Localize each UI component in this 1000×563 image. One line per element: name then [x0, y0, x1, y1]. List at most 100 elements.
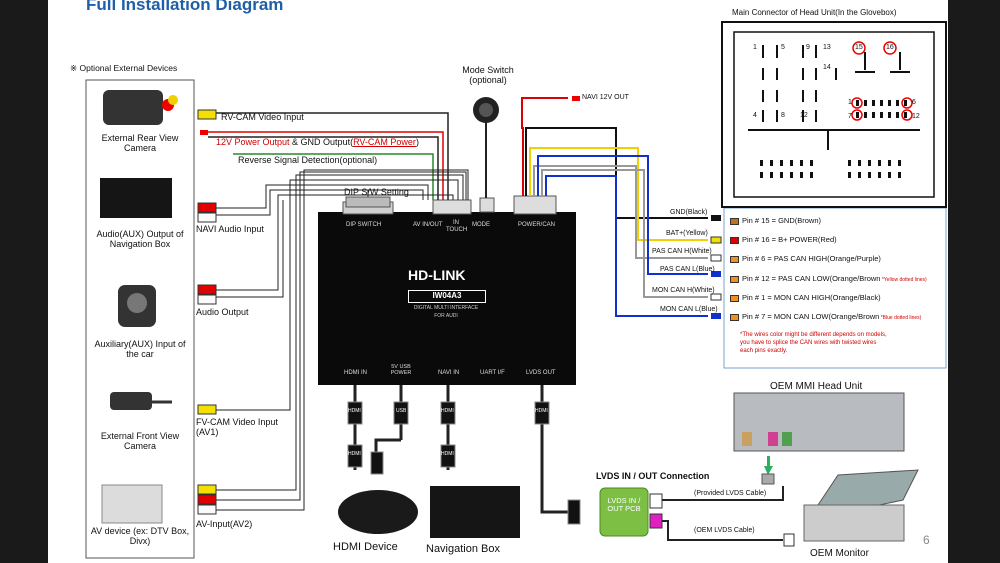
- cable-oem-lvds: [662, 520, 783, 541]
- oem-lvds-plug: [783, 533, 795, 547]
- plug-pas-l: [711, 271, 721, 277]
- wire-pas-l: [537, 155, 708, 275]
- cable-label-hdmi-2b: HDMI: [441, 451, 454, 457]
- conn-label-4: 4: [753, 112, 757, 119]
- wire-can-gnd: [525, 127, 708, 219]
- plug-av2-r: [197, 494, 217, 505]
- wire-gnd: [208, 136, 439, 200]
- lvds-provided-label: (Provided LVDS Cable): [694, 490, 767, 497]
- pin-text-main: Pin # 15 = GND(Brown): [742, 216, 821, 225]
- cable-label-lvds: HDMI: [535, 408, 548, 414]
- pin-text-main: Pin # 1 = MON CAN HIGH(Orange/Black): [742, 293, 881, 302]
- pin-note-1: *The wires color might be different depe…: [740, 332, 887, 338]
- conn-label-1b: 1: [848, 99, 852, 106]
- nav-box-label: Navigation Box: [426, 543, 500, 555]
- lvds-pcb-port-2: [649, 513, 663, 529]
- av-connector-shape: [432, 199, 472, 215]
- wire-audio-out: [216, 194, 454, 291]
- power-output-end-text: ): [415, 137, 419, 147]
- pin-color-square: [730, 218, 739, 225]
- connector-inner: [733, 31, 935, 198]
- conn-label-9: 9: [806, 44, 810, 51]
- can-pas-l-label: PAS CAN L(Blue): [660, 266, 715, 273]
- can-pas-h-label: PAS CAN H(White): [652, 248, 712, 255]
- oem-monitor-label: OEM Monitor: [810, 548, 869, 559]
- hdmi-plug-1b: [347, 444, 363, 468]
- lvds-pcb-label: LVDS IN / OUT PCB: [607, 496, 641, 514]
- usb-plug-b: [370, 451, 384, 475]
- pin-text: Pin # 7 = MON CAN LOW(Orange/Brown *Blue…: [742, 312, 921, 322]
- cable-label-hdmi-1: HDMI: [348, 408, 361, 414]
- lvds-plug-a: [534, 401, 550, 425]
- power-output-rest-text: & GND Output(: [289, 137, 354, 147]
- plug-navi-audio-l: [197, 212, 217, 223]
- cable-label-hdmi-1b: HDMI: [348, 451, 361, 457]
- navi-12v-label: NAVI 12V OUT: [582, 94, 629, 101]
- plug-rv-video: [197, 109, 217, 120]
- wire-navi-audio-2: [216, 189, 424, 216]
- av-device-shape: [101, 484, 163, 524]
- port-top-touch: IN TOUCH: [446, 220, 468, 233]
- interface-for: FOR AUDI: [434, 313, 458, 319]
- interface-model: IW04A3: [408, 290, 486, 303]
- port-top-mode: MODE: [472, 222, 490, 228]
- pin-text-main: Pin # 16 = B+ POWER(Red): [742, 235, 837, 244]
- port-top-power: POWER/CAN: [518, 222, 556, 228]
- pin-text-note: *Yellow dotted lines): [880, 277, 927, 283]
- lvds-pcb-port-1: [649, 493, 663, 509]
- oem-head-label: OEM MMI Head Unit: [770, 381, 863, 392]
- pin-text-main: Pin # 7 = MON CAN LOW(Orange/Brown: [742, 312, 880, 321]
- dip-switch-block: [345, 196, 391, 208]
- wire-12v: [208, 131, 444, 200]
- plug-audio-out-r: [197, 284, 217, 295]
- pin-note-3: each pins exactly.: [740, 348, 788, 354]
- pin-color-square: [730, 256, 739, 263]
- pin-text: Pin # 15 = GND(Brown): [742, 216, 821, 225]
- port-bottom-hdmi: HDMI IN: [344, 370, 367, 376]
- av-device-label: AV device (ex: DTV Box, Divx): [90, 526, 190, 546]
- pin-text: Pin # 12 = PAS CAN LOW(Orange/Brown *Yel…: [742, 274, 927, 284]
- pin-color-square: [730, 314, 739, 321]
- port-bottom-lvds: LVDS OUT: [526, 370, 556, 376]
- page-number: 6: [923, 533, 930, 547]
- wire-can-bat: [529, 147, 708, 241]
- plug-pas-h: [710, 254, 722, 262]
- hdmi-device-label: HDMI Device: [333, 541, 398, 553]
- rv-cam-video-label: RV-CAM Video Input: [221, 112, 304, 122]
- power-output-red-text: 12V Power Output: [216, 137, 290, 147]
- wire-reverse: [233, 153, 434, 200]
- wire-av2-1: [216, 174, 464, 491]
- pin-color-square: [730, 295, 739, 302]
- port-bottom-navi: NAVI IN: [438, 370, 460, 376]
- audio-output-label: Audio Output: [196, 307, 249, 317]
- connector-frame: [721, 21, 947, 208]
- hdmi-plug-2b: [440, 444, 456, 468]
- conn-label-5: 5: [781, 44, 785, 51]
- conn-label-8: 8: [781, 112, 785, 119]
- lvds-pcb-shape: [599, 487, 649, 537]
- reverse-signal-label: Reverse Signal Detection(optional): [238, 155, 378, 165]
- port-top-av: AV IN/OUT: [413, 222, 443, 228]
- conn-label-7: 7: [848, 113, 852, 120]
- rear-cam-rca-yellow: [168, 95, 178, 105]
- wire-av2-3: [216, 169, 469, 511]
- plug-12v: [200, 130, 208, 135]
- wire-av2-2: [216, 171, 467, 501]
- nav-box-shape: [430, 486, 520, 538]
- conn-label-15: 15: [855, 44, 863, 51]
- pin-note-2: you have to splice the CAN wires with tw…: [740, 340, 877, 346]
- wire-navi-audio: [216, 184, 429, 209]
- wire-rv-video: [216, 112, 449, 200]
- wiring-svg: [85, 21, 947, 559]
- oem-monitor-base: [803, 504, 905, 542]
- mode-connector-shape: [479, 197, 495, 213]
- pin-color-square: [730, 276, 739, 283]
- wire-pas-h: [533, 165, 708, 259]
- hdmi-plug-2a: [440, 401, 456, 425]
- lvds-plug-b: [567, 499, 581, 525]
- rear-cam-shape: [103, 90, 163, 125]
- dip-switch-label: DIP S/W Setting: [344, 187, 409, 197]
- plug-audio-out-l: [197, 294, 217, 305]
- page-title: Full Installation Diagram: [86, 0, 284, 14]
- power-output-cam-text: RV-CAM Power: [353, 137, 416, 147]
